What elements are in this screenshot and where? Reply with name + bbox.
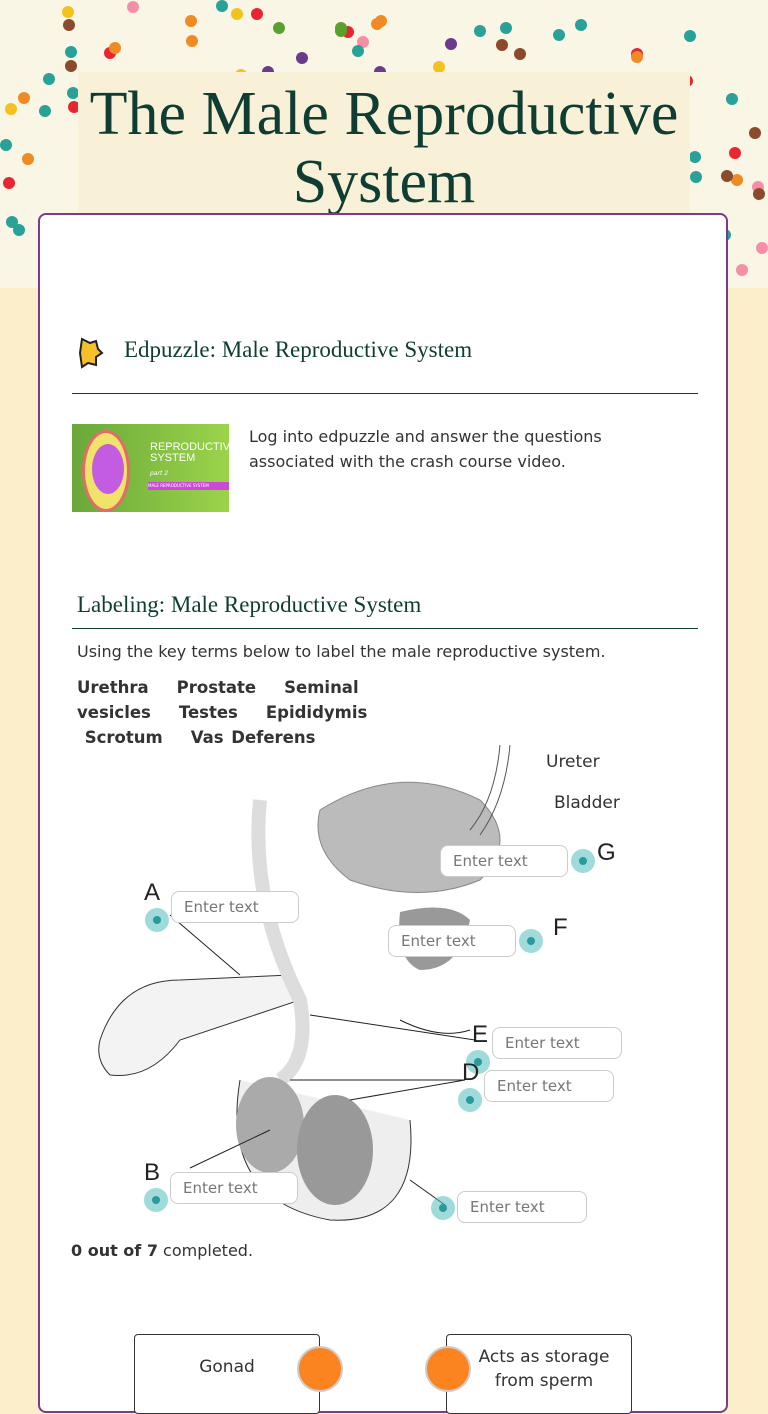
match-text: Gonad: [199, 1357, 255, 1377]
polka-dot: [67, 86, 80, 99]
polka-dot: [109, 41, 122, 54]
label-pin-f[interactable]: [519, 929, 543, 953]
label-input-d[interactable]: Enter text: [484, 1070, 614, 1102]
polka-dot: [273, 21, 286, 34]
letter-b: B: [144, 1159, 161, 1186]
anatomy-diagram: Ureter Bladder: [98, 744, 620, 1221]
polka-dot: [444, 37, 457, 50]
polka-dot: [689, 170, 702, 183]
label-pin-a[interactable]: [145, 908, 169, 932]
label-input-b[interactable]: Enter text: [170, 1172, 298, 1204]
letter-e: E: [472, 1021, 489, 1048]
polka-dot: [12, 224, 25, 237]
label-pin-d[interactable]: [458, 1088, 482, 1112]
divider: [72, 628, 698, 629]
label-input-f[interactable]: Enter text: [388, 925, 516, 957]
polka-dot: [65, 59, 78, 72]
thumbnail-banner: MALE REPRODUCTIVE SYSTEM: [148, 482, 229, 490]
letter-g: G: [597, 839, 616, 866]
polka-dot: [730, 173, 743, 186]
polka-dot: [231, 8, 244, 21]
polka-dot: [62, 19, 75, 32]
polka-dot: [185, 14, 198, 27]
letter-a: A: [144, 879, 161, 906]
polka-dot: [215, 0, 228, 12]
polka-dot: [64, 46, 77, 59]
polka-dot: [371, 18, 384, 31]
polka-dot: [67, 100, 80, 113]
match-connector[interactable]: [297, 1346, 343, 1392]
term: Scrotum: [84, 728, 163, 747]
polka-dot: [251, 7, 264, 20]
polka-dot: [334, 21, 347, 34]
term: Prostate: [176, 678, 257, 697]
polka-dot: [553, 29, 566, 42]
polka-dot: [752, 187, 765, 200]
polka-dot: [514, 48, 527, 61]
polka-dot: [2, 176, 15, 189]
polka-dot: [474, 24, 487, 37]
letter-f: F: [553, 914, 568, 941]
edpuzzle-icon: [78, 337, 104, 369]
polka-dot: [432, 61, 445, 74]
edpuzzle-heading: Edpuzzle: Male Reproductive System: [124, 337, 473, 362]
polka-dot: [18, 92, 31, 105]
polka-dot: [735, 264, 748, 277]
label-pin-e[interactable]: [466, 1050, 490, 1074]
match-card-gonad[interactable]: Gonad: [134, 1334, 320, 1414]
polka-dot: [496, 38, 509, 51]
term: Seminal vesicles: [77, 678, 359, 722]
label-pin-c[interactable]: [431, 1196, 455, 1220]
bladder-label: Bladder: [554, 793, 620, 813]
match-text: Acts as storage from sperm: [478, 1347, 610, 1391]
labeling-instructions: Using the key terms below to label the m…: [77, 642, 606, 661]
polka-dot: [684, 29, 697, 42]
match-card-storage[interactable]: Acts as storage from sperm: [446, 1334, 632, 1414]
polka-dot: [39, 105, 52, 118]
labeling-heading: Labeling: Male Reproductive System: [77, 592, 422, 617]
edpuzzle-description: Log into edpuzzle and answer the questio…: [249, 427, 602, 471]
polka-dot: [5, 102, 18, 115]
polka-dot: [22, 152, 34, 165]
thumbnail-title: REPRODUCTIVE SYSTEM: [150, 441, 229, 464]
thumbnail-part: part 2: [150, 470, 169, 477]
progress-text: 0 out of 7 completed.: [71, 1238, 253, 1263]
term: Urethra: [77, 678, 149, 697]
polka-dot: [186, 34, 199, 47]
term: Vas Deferens: [190, 728, 316, 747]
polka-dot: [729, 146, 742, 159]
polka-dot: [127, 0, 140, 13]
polka-dot: [0, 138, 13, 151]
polka-dot: [749, 127, 762, 139]
polka-dot: [630, 50, 643, 63]
match-connector[interactable]: [425, 1346, 471, 1392]
progress-count: 0 out of 7: [71, 1241, 158, 1260]
label-input-e[interactable]: Enter text: [492, 1027, 622, 1059]
label-pin-b[interactable]: [144, 1188, 168, 1212]
polka-dot: [756, 241, 768, 254]
term: Epididymis: [265, 703, 368, 722]
polka-dot: [351, 44, 364, 57]
label-input-c[interactable]: Enter text: [457, 1191, 587, 1223]
polka-dot: [575, 19, 588, 31]
polka-dot: [721, 169, 734, 182]
divider: [72, 393, 698, 394]
page-title: The Male Reproductive System: [78, 72, 690, 222]
term: Testes: [178, 703, 238, 722]
letter-d: D: [462, 1059, 480, 1086]
polka-dot: [499, 21, 512, 34]
video-thumbnail[interactable]: REPRODUCTIVE SYSTEM part 2 MALE REPRODUC…: [72, 424, 229, 512]
polka-dot: [688, 150, 701, 163]
polka-dot: [43, 73, 56, 86]
progress-suffix: completed.: [157, 1241, 254, 1260]
polka-dot: [725, 92, 738, 105]
label-input-a[interactable]: Enter text: [171, 891, 299, 923]
polka-dot: [62, 5, 75, 18]
label-pin-g[interactable]: [571, 849, 595, 873]
polka-dot: [295, 52, 308, 65]
ureter-label: Ureter: [546, 752, 600, 772]
label-input-g[interactable]: Enter text: [440, 845, 568, 877]
